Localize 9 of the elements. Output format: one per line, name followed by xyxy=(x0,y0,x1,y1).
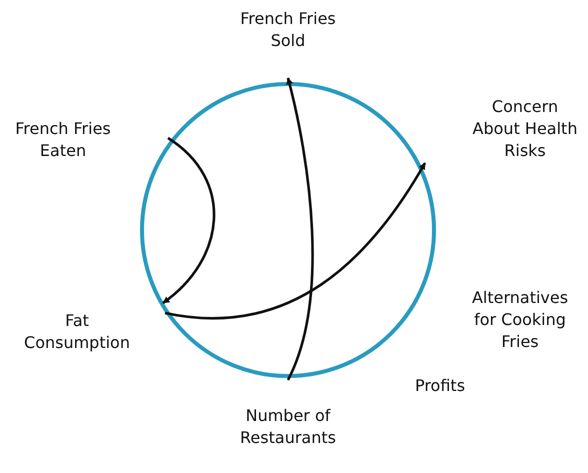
node-label: Number of Restaurants xyxy=(218,405,358,449)
node-label: French Fries Eaten xyxy=(8,118,118,162)
text-label: Alternatives for Cooking Fries xyxy=(470,287,570,353)
arrow xyxy=(164,162,426,320)
node-label: French Fries Sold xyxy=(228,8,348,52)
text-label: Profits xyxy=(414,375,466,397)
node-label: Concern About Health Risks xyxy=(466,96,584,162)
node-label: Fat Consumption xyxy=(12,310,142,354)
arrow xyxy=(162,136,216,304)
